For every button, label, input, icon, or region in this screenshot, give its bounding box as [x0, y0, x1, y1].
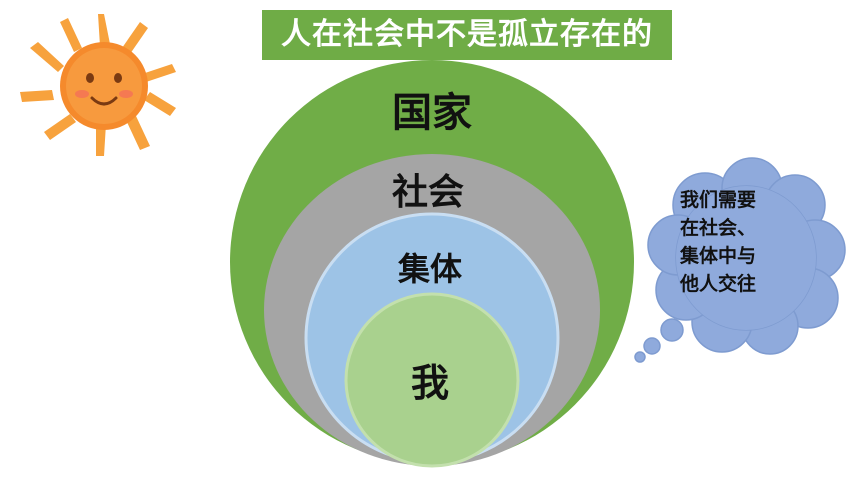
thought-bubble-large — [660, 318, 684, 342]
label-me: 我 — [411, 361, 449, 405]
thought-bubble-small — [634, 351, 646, 363]
label-collective: 集体 — [397, 250, 462, 288]
thought-bubble-text: 我们需要 在社会、 集体中与 他人交往 — [680, 186, 812, 298]
sun-right-eye — [114, 73, 122, 83]
sun-left-eye — [86, 73, 94, 83]
label-society: 社会 — [392, 172, 464, 213]
thought-line-3: 集体中与 — [680, 245, 757, 267]
thought-bubble-medium — [643, 337, 661, 355]
sun-icon — [20, 14, 176, 156]
thought-line-4: 他人交往 — [680, 273, 757, 295]
label-country: 国家 — [392, 90, 472, 136]
thought-line-1: 我们需要 — [680, 189, 757, 211]
slide-title: 人在社会中不是孤立存在的 — [262, 10, 672, 60]
thought-line-2: 在社会、 — [680, 217, 757, 239]
circle-me — [346, 294, 518, 466]
sun-rays — [20, 14, 176, 156]
sun-smile — [90, 96, 118, 106]
